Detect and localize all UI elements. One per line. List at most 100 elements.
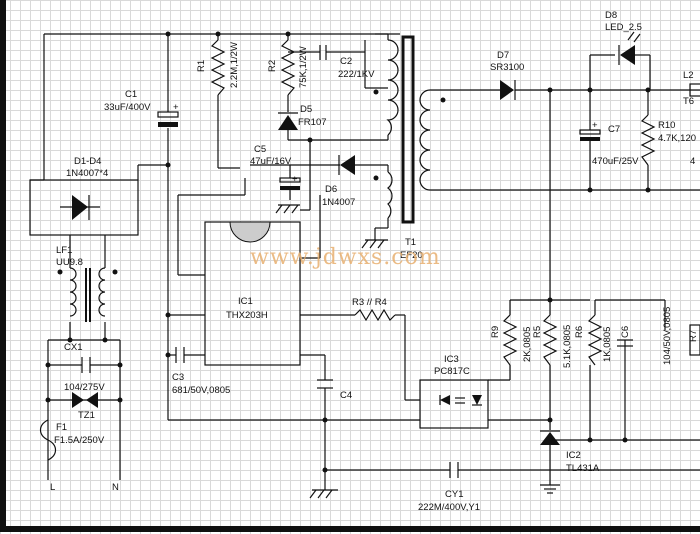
label-tz1: TZ1	[78, 410, 95, 421]
capacitor-c6	[617, 339, 633, 347]
plus-sign: +	[292, 174, 298, 185]
label-c1: C1	[125, 89, 137, 100]
label-cx1-value: 104/275V	[64, 382, 105, 393]
label-c4: C4	[340, 390, 352, 401]
capacitor-c7	[579, 129, 601, 141]
capacitor-c4	[317, 379, 333, 389]
label-r9-value: 2K,0805	[522, 327, 533, 362]
resistor-r7	[689, 324, 700, 356]
label-f1: F1	[56, 422, 67, 433]
plus-sign: +	[173, 102, 179, 113]
polarity-dot	[373, 175, 379, 181]
label-t6: T6	[683, 96, 694, 107]
label-d1-d4: D1-D4	[74, 156, 101, 167]
junction-dots	[45, 31, 651, 473]
label-r3-r4: R3 // R4	[352, 297, 387, 308]
resistor-r10	[640, 114, 656, 166]
transformer-primary-coil	[386, 39, 399, 136]
capacitor-c5	[279, 177, 301, 190]
transformer-aux-coil	[387, 171, 393, 219]
label-ic3: IC3	[444, 354, 459, 365]
label-l2: L2	[683, 70, 694, 81]
label-t1: T1	[405, 237, 416, 248]
component-labels: D8 LED_2.5 D7 SR3100 L2 T6 C1 33uF/400V …	[50, 10, 699, 513]
capacitor-c3	[175, 347, 185, 363]
capacitor-cy1	[449, 462, 459, 478]
optocoupler-ic3	[419, 379, 489, 429]
resistor-r3-r4	[354, 308, 396, 322]
varistor-tz1	[72, 392, 98, 408]
transformer-secondary-coil	[419, 89, 431, 191]
label-r9: R9	[490, 326, 501, 338]
label-d5: D5	[300, 104, 312, 115]
label-cy1: CY1	[445, 489, 463, 500]
label-c1-value: 33uF/400V	[104, 102, 151, 113]
inductor-l2	[689, 83, 700, 97]
label-n-terminal: N	[112, 482, 119, 493]
diode-d7	[500, 80, 516, 100]
label-r6: R6	[574, 326, 585, 338]
resistor-r2	[280, 39, 296, 96]
label-ic1: IC1	[238, 296, 253, 307]
label-c3-value: 681/50V,0805	[172, 385, 230, 396]
diode-d6	[338, 155, 355, 175]
resistor-r1	[210, 39, 226, 96]
label-l-terminal: L	[50, 482, 55, 493]
label-c2: C2	[340, 56, 352, 67]
label-sr3100: SR3100	[490, 62, 524, 73]
polarity-dot	[440, 97, 446, 103]
label-ic3-value: PC817C	[434, 366, 470, 377]
ground-symbol	[309, 489, 338, 499]
label-c6-value: 104/50V,0805	[662, 307, 673, 365]
label-r1: R1	[196, 60, 207, 72]
ground-symbol	[275, 204, 300, 214]
label-r2-value: 75K,1/2W	[298, 46, 309, 88]
label-r6-value: 1K,0805	[602, 327, 613, 362]
label-r1-value: 2.2M,1/2W	[229, 42, 240, 88]
label-r5: R5	[532, 326, 543, 338]
fuse-f1	[39, 419, 57, 461]
label-d1-d4-value: 1N4007*4	[66, 168, 108, 179]
label-c2-value: 222/1KV	[338, 69, 375, 80]
capacitor-cx1	[81, 357, 91, 373]
label-lf1: LF1	[56, 245, 72, 256]
label-c3: C3	[172, 372, 184, 383]
capacitor-c2	[319, 45, 327, 60]
resistor-r5	[542, 314, 558, 366]
label-d8: D8	[605, 10, 617, 21]
label-d5-value: FR107	[298, 117, 327, 128]
common-mode-choke	[57, 267, 118, 322]
label-cy1-value: 222M/400V,Y1	[418, 502, 480, 513]
label-c6: C6	[620, 326, 631, 338]
label-f1-value: F1.5A/250V	[54, 435, 105, 446]
label-c7: C7	[608, 124, 620, 135]
label-r10: R10	[658, 120, 675, 131]
label-c5: C5	[254, 144, 266, 155]
label-ic1-value: THX203H	[226, 310, 268, 321]
label-d6-value: 1N4007	[322, 197, 355, 208]
label-four: 4	[690, 156, 695, 167]
diode-d5	[278, 112, 298, 130]
ic1-body	[204, 221, 301, 366]
capacitor-c1	[157, 111, 179, 127]
resistor-r9	[502, 314, 518, 366]
label-c7-value: 470uF/25V	[592, 156, 639, 167]
label-ic2-value: TL431A	[566, 463, 600, 474]
label-d6: D6	[325, 184, 337, 195]
ground-symbol	[361, 239, 388, 249]
earth-symbol	[540, 484, 560, 494]
bridge-rectifier	[29, 179, 139, 236]
label-r5-value: 5.1K,0805	[562, 325, 573, 368]
watermark: www.jdwxs.com	[250, 245, 441, 270]
label-led: LED_2.5	[605, 22, 642, 33]
label-ic2: IC2	[566, 450, 581, 461]
led-d8	[618, 31, 641, 65]
label-c5-value: 47uF/16V	[250, 156, 292, 167]
transformer-core	[401, 35, 415, 224]
label-uu98: UU9.8	[56, 257, 83, 268]
label-r10-value: 4.7K,120	[658, 133, 696, 144]
label-ef20: EF20	[400, 250, 423, 261]
polarity-dot	[373, 89, 379, 95]
